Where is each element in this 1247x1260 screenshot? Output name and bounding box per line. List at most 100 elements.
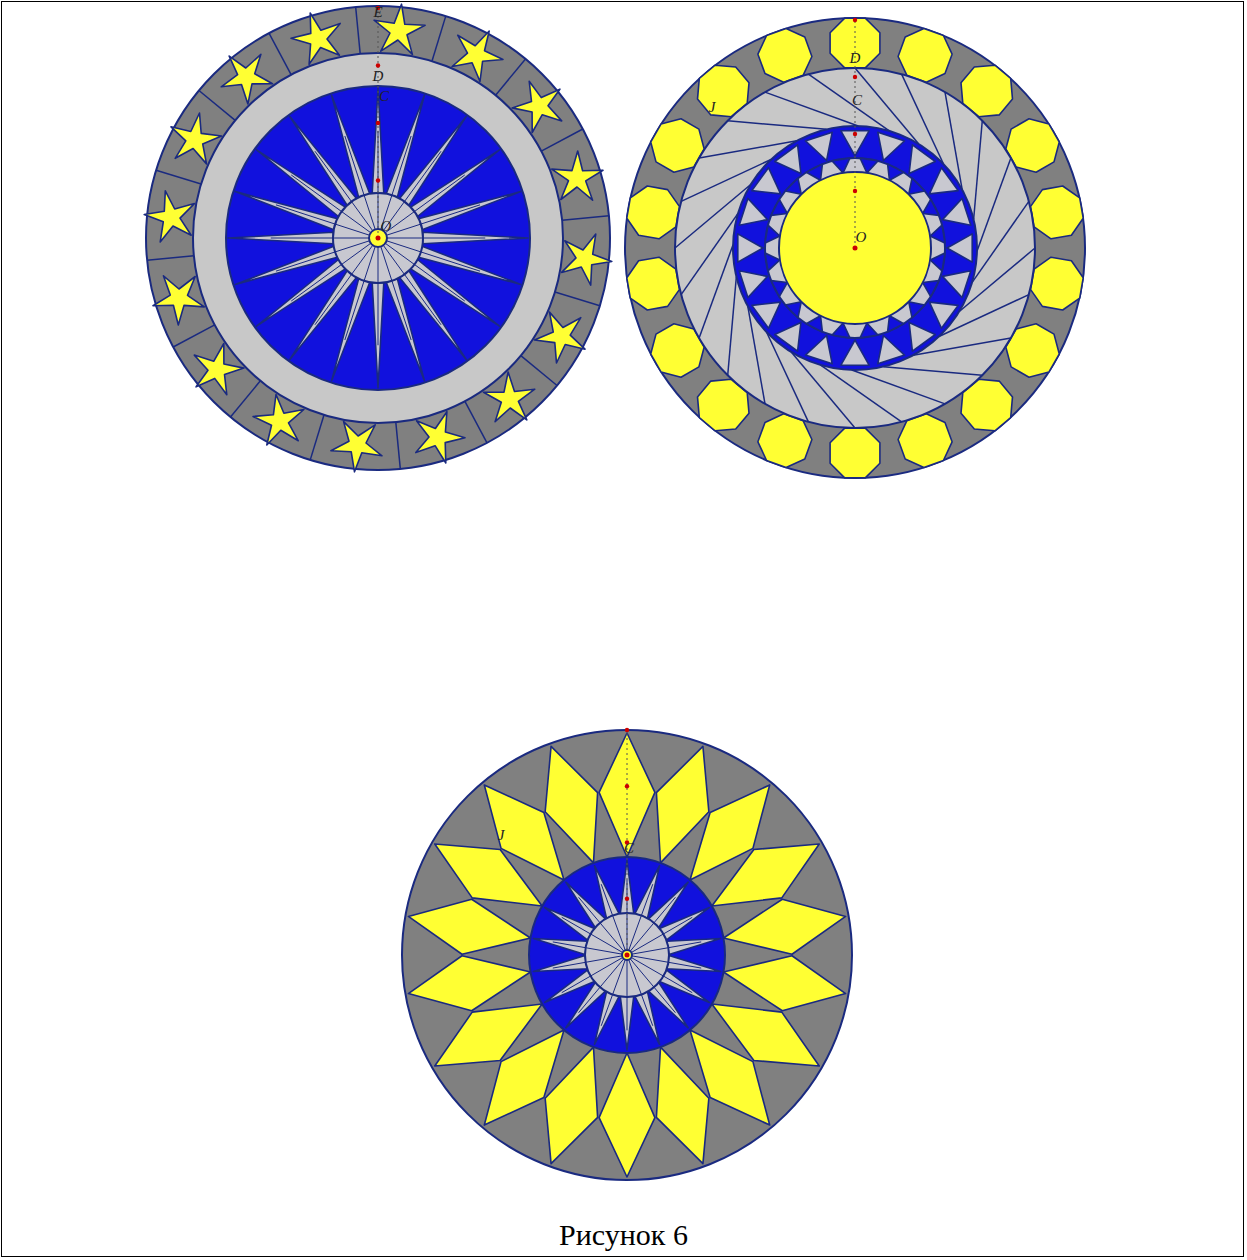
star: [153, 276, 204, 325]
petal: [712, 844, 819, 906]
octagon: [758, 28, 812, 82]
figure-caption: Рисунок 6: [0, 1218, 1247, 1252]
spike-line: [345, 281, 364, 340]
spike-line: [601, 994, 612, 1025]
center-dot: [622, 950, 632, 960]
triangle: [805, 132, 832, 160]
triangle: [752, 168, 781, 194]
point: [625, 953, 630, 958]
spike: [332, 95, 370, 197]
triangle: [841, 340, 869, 365]
ring-divider: [541, 129, 582, 151]
spiral-line: [972, 201, 1029, 282]
triangle: [930, 225, 945, 243]
spike: [257, 260, 346, 327]
spike-line: [579, 897, 600, 923]
petal: [435, 1004, 542, 1066]
spike-line: [315, 151, 352, 201]
spike-line: [276, 205, 335, 224]
ring-divider: [310, 415, 324, 460]
spike-line: [271, 238, 333, 239]
petal: [724, 899, 846, 954]
triangle: [930, 253, 945, 271]
spike: [235, 246, 337, 284]
point: [376, 121, 380, 125]
ring-divider: [269, 33, 291, 74]
triangle: [923, 281, 939, 297]
triangle: [806, 164, 822, 180]
triangle: [752, 302, 781, 328]
octagon: [830, 428, 880, 478]
triangle: [947, 234, 972, 262]
center-ray: [586, 955, 627, 962]
spike-line: [654, 987, 675, 1013]
point: [853, 75, 857, 79]
triangle: [923, 199, 939, 215]
octagon: [898, 28, 952, 82]
center-ray: [627, 948, 668, 955]
triangle: [888, 316, 904, 332]
spike-line: [668, 962, 701, 968]
ring-divider: [521, 356, 557, 386]
spike: [386, 279, 424, 381]
spiral-line: [883, 367, 982, 376]
star: [144, 191, 194, 242]
spike: [595, 992, 620, 1045]
spiral-line: [765, 92, 858, 126]
center-ray: [600, 955, 627, 987]
light-ring: [193, 53, 563, 423]
spike-line: [421, 252, 480, 271]
point: [625, 784, 629, 788]
octagon: [898, 414, 952, 468]
spiral-line: [820, 365, 901, 422]
triangle: [765, 253, 780, 271]
triangle: [738, 234, 763, 262]
spike: [595, 866, 620, 919]
ring-divider: [199, 90, 235, 120]
triangle: [943, 271, 971, 298]
outer-ring: [625, 18, 1085, 478]
star: [374, 4, 425, 54]
spike: [533, 939, 587, 955]
spike: [411, 150, 500, 217]
triangle: [832, 323, 850, 338]
center-ray: [627, 955, 628, 997]
octagon: [758, 414, 812, 468]
octagon: [1031, 257, 1084, 310]
point-letter: C: [624, 841, 634, 856]
spike: [423, 232, 528, 244]
point-letter: J: [498, 828, 505, 843]
triangle: [929, 168, 958, 194]
triangle: [806, 316, 822, 332]
center-ray: [591, 934, 627, 955]
center-ray: [378, 202, 404, 238]
triangle: [785, 302, 801, 318]
center-ray: [627, 955, 663, 976]
center-ray: [627, 955, 641, 994]
outer-ring: [402, 730, 852, 1180]
spike: [419, 192, 521, 230]
spiral-line: [699, 245, 733, 338]
triangle: [888, 164, 904, 180]
triangle: [771, 199, 787, 215]
spiral-line: [974, 121, 983, 220]
spike: [400, 271, 467, 360]
spike-line: [641, 884, 652, 915]
spike-line: [553, 942, 586, 948]
point-letter: J: [709, 100, 716, 115]
triangle: [909, 322, 935, 351]
spike: [667, 939, 721, 955]
center-ray: [627, 955, 654, 987]
point: [376, 236, 381, 241]
ring-divider: [496, 59, 526, 95]
point-letter: E: [373, 5, 382, 20]
triangle: [832, 158, 850, 173]
triangle: [775, 322, 801, 351]
ring-divider: [555, 292, 600, 306]
spike-line: [663, 917, 692, 934]
petal: [599, 1053, 655, 1177]
octagon: [627, 257, 680, 310]
triangle: [775, 145, 801, 174]
triangle: [929, 302, 958, 328]
center-ray: [627, 916, 641, 955]
